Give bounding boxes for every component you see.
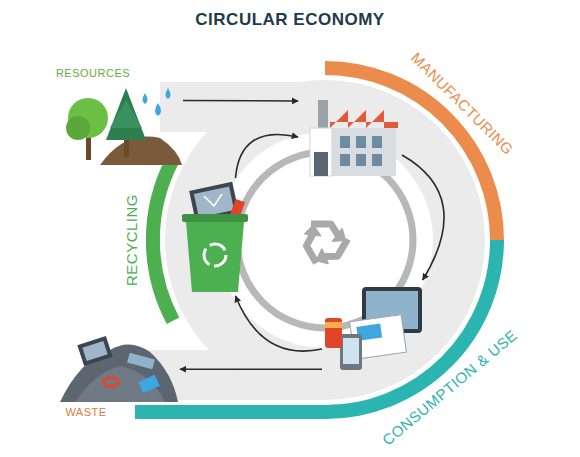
- resources-stage: RESOURCES: [55, 62, 183, 172]
- stage-label: MANUFACTURING: [408, 50, 517, 159]
- diagram-title: CIRCULAR ECONOMY: [0, 10, 580, 30]
- flow-arrow: [402, 155, 444, 280]
- recycling-stage: RECYCLING: [168, 178, 258, 296]
- stage-label: CONSUMPTION & USE: [380, 327, 521, 449]
- stage-label: RECYCLING: [124, 194, 141, 286]
- flow-arrow: [236, 296, 323, 351]
- flow-arrow: [180, 368, 322, 370]
- stage-label: WASTE: [65, 406, 106, 418]
- consumption-stage: CONSUMPTION & USE: [322, 280, 428, 372]
- flow-arrow: [183, 100, 298, 102]
- manufacturing-stage: MANUFACTURING: [298, 92, 402, 182]
- waste-stage: WASTE: [55, 325, 180, 422]
- flow-arrow: [236, 134, 299, 178]
- stage-label: RESOURCES: [56, 67, 130, 79]
